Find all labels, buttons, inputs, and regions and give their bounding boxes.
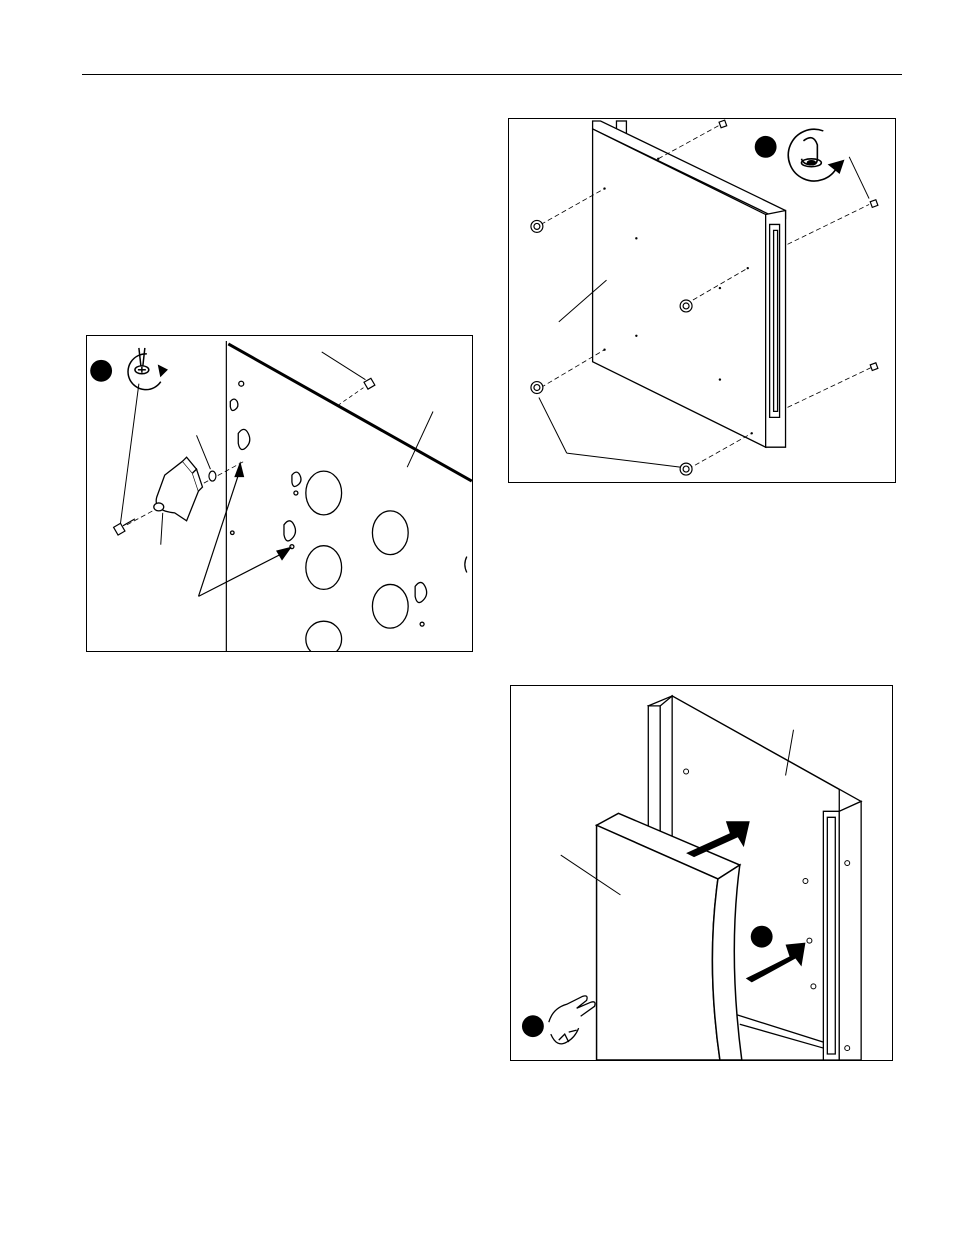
mounting-bracket xyxy=(154,457,203,521)
side-panel-illustration xyxy=(509,119,895,482)
step-marker xyxy=(522,1015,544,1037)
figure-front-panel-install xyxy=(510,685,893,1061)
step-marker xyxy=(90,360,112,382)
step-marker xyxy=(751,926,773,948)
washer xyxy=(209,471,216,481)
screwdriver-rotate-icon xyxy=(128,348,167,390)
figure-side-panel-fasteners xyxy=(508,118,896,483)
bracket-attachment-illustration xyxy=(87,336,472,651)
step-marker xyxy=(755,136,777,158)
panel-holes xyxy=(230,381,466,651)
figure-bracket-attachment xyxy=(86,335,473,652)
front-panel-illustration xyxy=(511,686,892,1060)
nut xyxy=(364,378,375,389)
hand-tighten-rotate-icon xyxy=(788,129,843,181)
screw xyxy=(114,519,135,535)
hand-lift-icon xyxy=(549,996,595,1044)
header-rule xyxy=(82,74,902,75)
